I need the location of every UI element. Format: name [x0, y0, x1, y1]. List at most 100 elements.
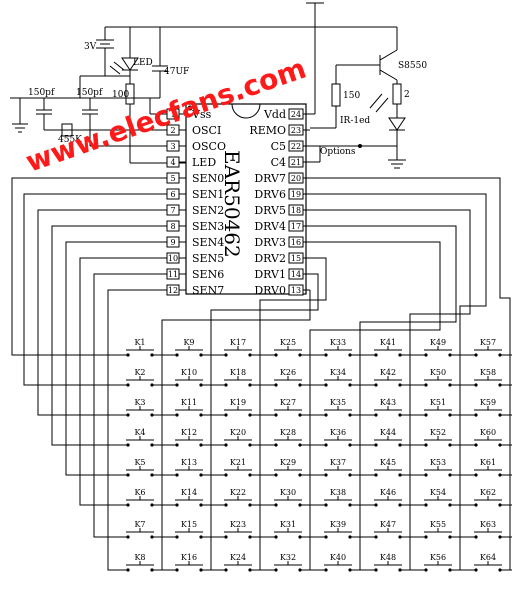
key-label: K12 [181, 428, 197, 437]
key-contact [424, 383, 428, 387]
key-switch: K18 [220, 368, 260, 387]
key-contact [224, 443, 228, 447]
key-contact [199, 413, 203, 417]
key-contact [126, 413, 130, 417]
key-label: K23 [230, 520, 246, 529]
key-contact [199, 353, 203, 357]
pin-label: C5 [271, 140, 286, 153]
drv-wire [310, 209, 471, 570]
key-contact [448, 473, 452, 477]
key-switch: K19 [220, 398, 260, 417]
key-switch: K24 [220, 553, 260, 572]
pin-label: C4 [271, 156, 286, 169]
key-switch: K58 [470, 368, 510, 387]
pin-label: SEN5 [192, 252, 224, 265]
key-contact [324, 383, 328, 387]
key-contact [324, 568, 328, 572]
key-contact [374, 503, 378, 507]
key-label: K63 [480, 520, 496, 529]
battery-label: 3V [84, 42, 97, 52]
key-contact [150, 535, 154, 539]
chip-notch [231, 103, 261, 119]
key-label: K21 [230, 458, 246, 467]
key-contact [324, 443, 328, 447]
key-contact [248, 503, 252, 507]
pin-number: 16 [291, 238, 301, 247]
key-switch: K21 [220, 458, 260, 477]
key-contact [224, 353, 228, 357]
key-contact [348, 535, 352, 539]
key-label: K57 [480, 338, 496, 347]
key-contact [474, 535, 478, 539]
key-label: K15 [181, 520, 197, 529]
key-contact [398, 503, 402, 507]
key-contact [498, 473, 502, 477]
key-contact [175, 413, 179, 417]
key-label: K34 [330, 368, 346, 377]
key-switch: K12 [171, 428, 211, 447]
key-label: K32 [280, 553, 296, 562]
sen-wire [93, 273, 167, 538]
key-contact [398, 413, 402, 417]
key-label: K61 [480, 458, 496, 467]
pin-label: DRV3 [254, 236, 286, 249]
key-switch: K49 [420, 338, 460, 357]
key-switch: K13 [171, 458, 211, 477]
key-switch: K38 [320, 488, 360, 507]
key-switch: K26 [270, 368, 310, 387]
key-contact [348, 353, 352, 357]
pin-number: 18 [291, 206, 301, 215]
key-label: K27 [280, 398, 296, 407]
pin-label: SEN7 [192, 284, 224, 297]
key-label: K62 [480, 488, 496, 497]
pin-number: 22 [291, 142, 301, 151]
sen-wire [107, 289, 167, 571]
chip-name: EAR50462 [220, 150, 244, 258]
key-label: K28 [280, 428, 296, 437]
key-contact [448, 383, 452, 387]
sen-wire [23, 193, 167, 386]
key-label: K60 [480, 428, 496, 437]
key-contact [424, 473, 428, 477]
key-contact [398, 383, 402, 387]
key-label: K35 [330, 398, 346, 407]
key-label: K47 [380, 520, 396, 529]
key-label: K50 [430, 368, 446, 377]
key-label: K37 [330, 458, 346, 467]
key-contact [348, 473, 352, 477]
sen-wire [51, 225, 167, 446]
key-label: K54 [430, 488, 446, 497]
pin-number: 4 [170, 158, 175, 167]
options-label: Options [320, 147, 356, 157]
key-switch: K57 [470, 338, 510, 357]
key-contact [298, 503, 302, 507]
key-contact [224, 383, 228, 387]
pin-number: 3 [170, 142, 175, 151]
key-contact [224, 568, 228, 572]
key-contact [175, 503, 179, 507]
led-label: LED [133, 58, 153, 68]
key-contact [150, 413, 154, 417]
key-contact [474, 413, 478, 417]
key-label: K19 [230, 398, 246, 407]
key-contact [126, 443, 130, 447]
key-contact [175, 535, 179, 539]
key-label: K33 [330, 338, 346, 347]
key-switch: K4 [122, 428, 162, 447]
key-contact [175, 443, 179, 447]
key-label: K51 [430, 398, 446, 407]
key-contact [474, 568, 478, 572]
key-switch: K1 [122, 338, 162, 357]
key-switch: K62 [470, 488, 510, 507]
key-contact [298, 413, 302, 417]
key-contact [398, 443, 402, 447]
key-contact [248, 568, 252, 572]
key-label: K22 [230, 488, 246, 497]
key-switch: K46 [370, 488, 410, 507]
key-switch: K29 [270, 458, 310, 477]
resistor-base-label: 150 [343, 91, 360, 101]
key-label: K49 [430, 338, 446, 347]
key-label: K16 [181, 553, 197, 562]
key-contact [424, 503, 428, 507]
